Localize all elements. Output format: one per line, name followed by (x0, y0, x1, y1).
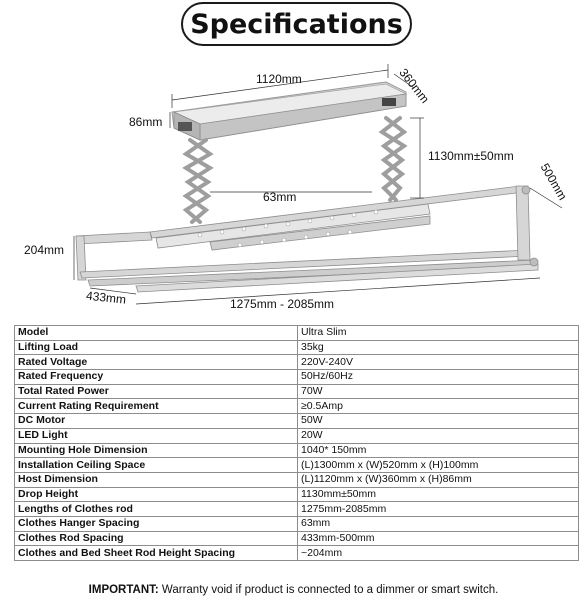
spec-value: (L)1120mm x (W)360mm x (H)86mm (297, 471, 579, 488)
spec-value: ≥0.5Amp (297, 398, 579, 415)
host-unit (171, 81, 408, 141)
spec-label: Current Rating Requirement (14, 398, 298, 415)
spec-value: Ultra Slim (297, 325, 579, 341)
spec-value: 35kg (297, 339, 579, 356)
page-title: Specifications (181, 2, 412, 46)
spec-row: Current Rating Requirement≥0.5Amp (14, 398, 579, 415)
spec-value: 220V-240V (297, 354, 579, 371)
spec-label: Mounting Hole Dimension (14, 442, 298, 459)
spec-row: Host Dimension(L)1120mm x (W)360mm x (H)… (14, 471, 579, 488)
important-prefix: IMPORTANT: (88, 584, 159, 596)
drop-label: 1130mm±50mm (428, 149, 514, 163)
dimension-lines (73, 64, 563, 305)
spec-row: Installation Ceiling Space(L)1300mm x (W… (14, 457, 579, 473)
warranty-text: Warranty void if product is connected to… (158, 584, 499, 596)
spec-value: 1130mm±50mm (297, 486, 579, 503)
clothes-rack (75, 185, 539, 293)
rod-spacing-max-label: 500mm (538, 161, 570, 203)
led-lights (197, 209, 379, 248)
spec-label: Clothes Hanger Spacing (14, 515, 298, 532)
hanger-spacing-label: 63mm (263, 190, 296, 204)
spec-value: (L)1300mm x (W)520mm x (H)100mm (297, 457, 579, 473)
spec-label: Host Dimension (14, 471, 298, 488)
spec-label: Total Rated Power (14, 383, 298, 400)
spec-value: 20W (297, 427, 579, 444)
spec-value: 50Hz/60Hz (297, 369, 579, 385)
spec-label: LED Light (14, 427, 298, 444)
spec-value: 1275mm-2085mm (297, 501, 579, 517)
rod-spacing-min-label: 433mm (85, 289, 126, 307)
height-label: 86mm (129, 115, 162, 129)
rod-height-spacing-label: 204mm (24, 243, 64, 257)
spec-label: Clothes and Bed Sheet Rod Height Spacing (14, 545, 298, 561)
spec-value: 433mm-500mm (297, 530, 579, 547)
length-label: 1120mm (256, 72, 302, 86)
spec-value: 63mm (297, 515, 579, 532)
rod-length-label: 1275mm - 2085mm (230, 297, 334, 311)
spec-label: Rated Voltage (14, 354, 298, 371)
spec-label: Rated Frequency (14, 369, 298, 385)
spec-label: Drop Height (14, 486, 298, 503)
spec-label: Installation Ceiling Space (14, 457, 298, 473)
scissor-arms (182, 116, 408, 224)
spec-value: 70W (297, 383, 579, 400)
spec-label: Lifting Load (14, 339, 298, 356)
spec-label: Model (14, 325, 298, 341)
spec-label: DC Motor (14, 413, 298, 429)
spec-value: ~204mm (297, 545, 579, 561)
spec-label: Lengths of Clothes rod (14, 501, 298, 517)
spec-value: 1040* 150mm (297, 442, 579, 459)
warranty-notice: IMPORTANT: Warranty void if product is c… (0, 584, 587, 596)
spec-label: Clothes Rod Spacing (14, 530, 298, 547)
spec-value: 50W (297, 413, 579, 429)
product-dimension-diagram: 1120mm 360mm 86mm 1130mm±50mm 500mm 63mm… (24, 64, 570, 311)
spec-row: Clothes and Bed Sheet Rod Height Spacing… (14, 545, 579, 561)
